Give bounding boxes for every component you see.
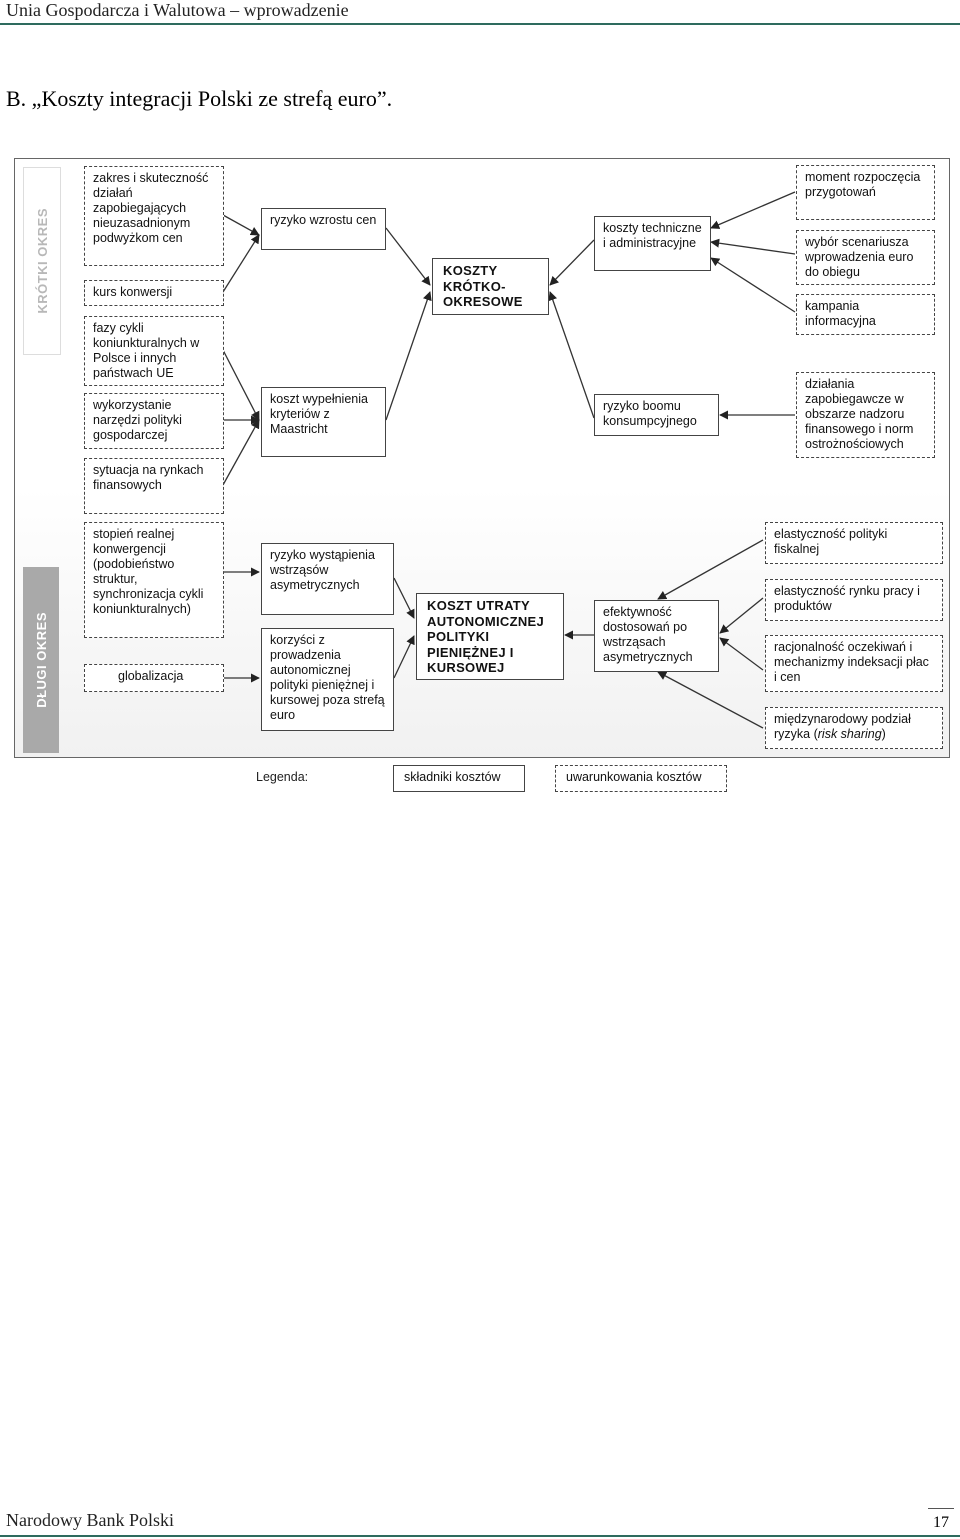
podzial-text-italic: risk sharing [817,727,882,741]
legend-conditions: uwarunkowania kosztów [555,765,727,792]
condition-fazy-cykli: fazy cykli koniunkturalnych w Polsce i i… [84,316,224,386]
arrow-rynek-pracy-to-efektywnosc [719,597,764,634]
arrow-ryzyko-cen-to-koszty-krotko [385,227,431,286]
cost-korzysci-autonomii: korzyści z prowadzenia autonomicznej pol… [261,628,394,731]
arrow-rynki-to-maastricht [222,419,260,486]
condition-podzial-ryzyka: międzynarodowy podział ryzyka (risk shar… [765,707,943,749]
condition-elastycznosc-fiskalna: elastyczność polityki fiskalnej [765,522,943,564]
condition-racjonalnosc-oczekiwan: racjonalność oczekiwań i mechanizmy inde… [765,635,943,692]
cost-koszt-utraty-autonomii: KOSZT UTRATY AUTONOMICZNEJ POLITYKI PIEN… [416,593,564,680]
cost-ryzyko-wzrostu-cen: ryzyko wzrostu cen [261,208,386,250]
cost-efektywnosc-dostosowan: efektywność dostosowań po wstrząsach asy… [594,600,719,672]
condition-dzialania-zapobiegawcze: działania zapobiegawcze w obszarze nadzo… [796,372,935,458]
running-header: Unia Gospodarcza i Walutowa – wprowadzen… [6,0,349,20]
arrow-scenariusz-to-techniczne [710,238,796,255]
condition-narzedzia-polityki: wykorzystanie narzędzi polityki gospodar… [84,393,224,449]
cost-ryzyko-boomu: ryzyko boomu konsumpcyjnego [594,394,719,436]
cost-koszty-techniczne: koszty techniczne i administracyjne [594,216,711,271]
page-number: 17 [928,1508,954,1536]
arrow-wstrzasy-to-koszt-utraty [393,577,415,619]
arrow-podzial-to-efektywnosc [657,671,764,729]
arrow-moment-to-techniczne [710,191,796,229]
arrow-fazy-to-maastricht [222,349,260,421]
legend-label: Legenda: [256,770,309,784]
podzial-text-prefix: międzynarodowy podział ryzyka ( [774,712,911,741]
condition-globalizacja: globalizacja [84,664,224,692]
footer-publisher: Narodowy Bank Polski [6,1510,174,1530]
diagram-arrows [222,191,796,729]
band-short-term: KRÓTKI OKRES [23,167,61,355]
arrow-racjonalnosc-to-efektywnosc [719,637,764,671]
arrow-boom-to-koszty-krotko [548,291,595,419]
footer-divider [0,1535,960,1537]
condition-elastycznosc-rynku-pracy: elastyczność rynku pracy i produktów [765,579,943,621]
condition-moment-przygotowan: moment rozpoczęcia przygotowań [796,165,935,220]
arrow-korzysci-to-koszt-utraty [393,635,415,679]
arrow-maastricht-to-koszty-krotko [385,291,432,421]
arrow-kurs-to-ryzyko-cen [222,234,260,293]
condition-rynki-finansowe: sytuacja na rynkach finansowych [84,458,224,514]
arrow-zakres-to-ryzyko-cen [222,214,260,236]
cost-ryzyko-wstrzasow: ryzyko wystąpienia wstrząsów asymetryczn… [261,543,394,615]
condition-konwergencja: stopień realnej konwergencji (podobieńst… [84,522,224,638]
arrow-fiskalna-to-efektywnosc [657,539,764,600]
cost-koszty-krotkookresowe: KOSZTY KRÓTKO-OKRESOWE [432,258,549,315]
condition-kampania-informacyjna: kampania informacyjna [796,294,935,335]
arrow-kampania-to-techniczne [710,257,796,313]
arrow-techniczne-to-koszty-krotko [549,239,595,286]
cost-koszt-maastricht: koszt wypełnienia kryteriów z Maastricht [261,387,386,457]
header-divider [0,23,960,25]
podzial-text-suffix: ) [881,727,886,741]
condition-wybor-scenariusza: wybór scenariusza wprowadzenia euro do o… [796,230,935,285]
band-long-term: DŁUGI OKRES [23,567,59,753]
condition-kurs-konwersji: kurs konwersji [84,280,224,306]
condition-zakres: zakres i skuteczność działań zapobiegają… [84,166,224,266]
legend-cost-components: składniki kosztów [393,765,525,792]
section-title: B. „Koszty integracji Polski ze strefą e… [6,86,393,111]
